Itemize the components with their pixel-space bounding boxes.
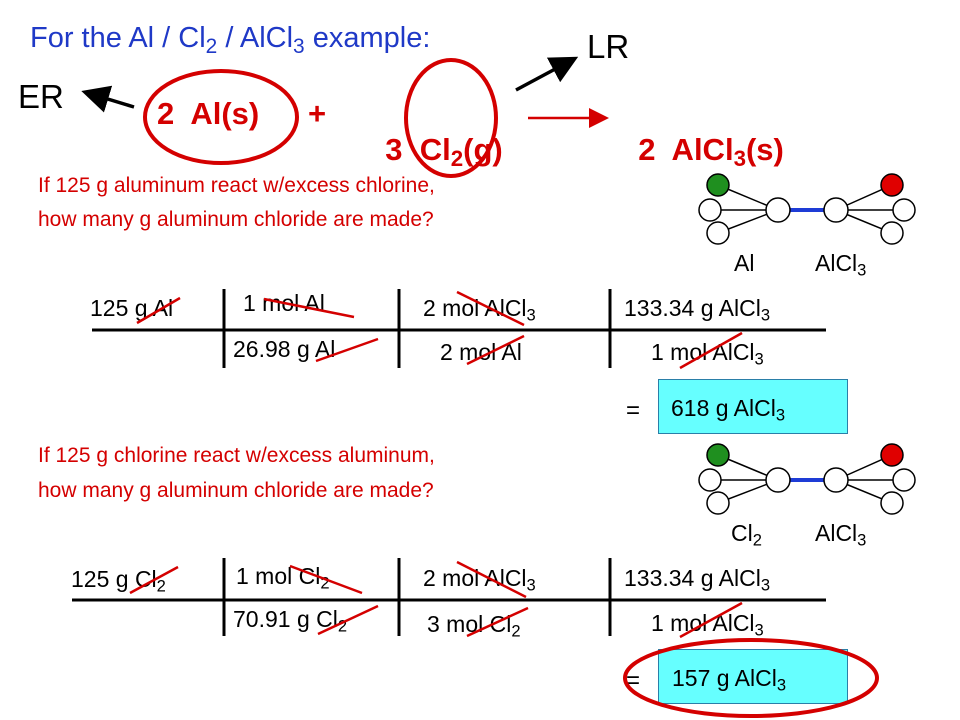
p2-f3-den: 1 mol AlCl3: [651, 610, 764, 640]
er-label: ER: [18, 78, 64, 115]
product-alcl3: 2 AlCl3(s): [638, 132, 784, 172]
p1-factor-lines: [92, 289, 826, 368]
p1-f3-den: 1 mol AlCl3: [651, 339, 764, 369]
p1-cancel-marks: [136, 290, 743, 370]
problem1-line1: If 125 g aluminum react w/excess chlorin…: [38, 174, 435, 197]
p2-cancel-marks: [129, 560, 743, 639]
p1-f1-den: 26.98 g Al: [233, 336, 336, 362]
diagram1-label-al: Al: [734, 250, 755, 276]
diagram2: [698, 443, 916, 515]
p2-answer: 157 g AlCl3: [672, 665, 787, 695]
p2-f2-den: 3 mol Cl2: [427, 611, 521, 641]
er-arrow: [81, 85, 135, 113]
lr-arrow: [515, 56, 579, 92]
p1-f2-num: 2 mol AlCl3: [423, 295, 536, 325]
circle-cl2: [404, 58, 498, 178]
circle-answer2: [623, 638, 879, 718]
slide-title: For the Al / Cl2 / AlCl3 example:: [30, 22, 431, 58]
p1-given: 125 g Al: [90, 295, 174, 321]
problem2-line2: how many g aluminum chloride are made?: [38, 479, 434, 502]
reactant-al: 2 Al(s): [157, 96, 260, 131]
plus-sign: +: [308, 96, 327, 131]
p2-f1-num: 1 mol Cl2: [236, 563, 330, 593]
diagram1-label-alcl3: AlCl3: [815, 250, 867, 280]
p2-f2-num: 2 mol AlCl3: [423, 565, 536, 595]
p2-answer-box: [658, 649, 848, 704]
diagram1: [698, 173, 916, 245]
p1-f3-num: 133.34 g AlCl3: [624, 295, 771, 325]
p2-f3-num: 133.34 g AlCl3: [624, 565, 771, 595]
circle-al: [143, 69, 299, 165]
problem2-line1: If 125 g chlorine react w/excess aluminu…: [38, 444, 435, 467]
problem1-line2: how many g aluminum chloride are made?: [38, 208, 434, 231]
diagram2-label-cl2: Cl2: [731, 520, 762, 550]
p1-equals: =: [626, 397, 641, 424]
p1-answer: 618 g AlCl3: [671, 395, 786, 425]
lr-label: LR: [587, 28, 630, 65]
diagram2-label-alcl3: AlCl3: [815, 520, 867, 550]
p2-f1-den: 70.91 g Cl2: [233, 606, 348, 636]
p2-factor-lines: [72, 558, 826, 636]
p1-answer-box: [658, 379, 848, 434]
